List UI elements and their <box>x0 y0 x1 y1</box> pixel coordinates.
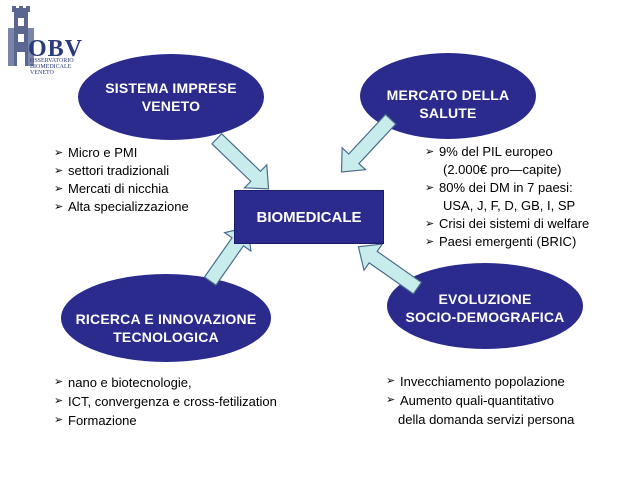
list-item: ➢Alta specializzazione <box>54 199 189 214</box>
node-ricerca-innovazione: RICERCA E INNOVAZIONE TECNOLOGICA <box>60 310 272 346</box>
list-item: ➢nano e biotecnologie, <box>54 375 192 390</box>
list-item: ➢80% dei DM in 7 paesi: <box>425 180 573 195</box>
arrowhead-bullet-icon: ➢ <box>54 147 64 159</box>
logo: OBV OSSERVATORIO BIOMEDICALE VENETO <box>6 4 86 76</box>
list-sistema-imprese: ➢Micro e PMI ➢settori tradizionali ➢Merc… <box>54 144 189 216</box>
logo-line-2: BIOMEDICALE <box>30 64 72 70</box>
center-label: BIOMEDICALE <box>256 208 362 226</box>
arrowhead-bullet-icon: ➢ <box>425 236 435 248</box>
arrowhead-bullet-icon: ➢ <box>54 395 64 407</box>
arrowhead-bullet-icon: ➢ <box>54 165 64 177</box>
list-item: della domanda servizi persona <box>398 412 575 427</box>
node-sistema-imprese-line1: SISTEMA IMPRESE <box>105 80 237 96</box>
list-mercato-salute: ➢9% del PIL europeo (2.000€ pro—capite) … <box>425 143 589 251</box>
list-item: ➢Aumento quali-quantitativo <box>386 393 554 408</box>
ellipse-mercato-salute <box>360 53 536 139</box>
ellipse-sistema-imprese <box>78 54 264 140</box>
logo-line-3: VENETO <box>30 70 54 76</box>
list-item: ➢Mercati di nicchia <box>54 181 169 196</box>
logo-abbr: OBV <box>28 36 84 62</box>
list-item: ➢Micro e PMI <box>54 145 138 160</box>
node-evoluzione-socio: EVOLUZIONE SOCIO-DEMOGRAFICA <box>387 290 583 326</box>
list-item: ➢Crisi dei sistemi di welfare <box>425 216 590 231</box>
node-mercato-salute-line2: SALUTE <box>419 105 477 121</box>
arrowhead-bullet-icon: ➢ <box>386 375 396 387</box>
node-evoluzione-socio-line1: EVOLUZIONE <box>438 291 532 307</box>
list-item: ➢ICT, convergenza e cross-fetilization <box>54 394 277 409</box>
node-evoluzione-socio-line2: SOCIO-DEMOGRAFICA <box>405 309 565 325</box>
node-mercato-salute: MERCATO DELLA SALUTE <box>360 86 536 122</box>
list-item: USA, J, F, D, GB, I, SP <box>443 198 576 213</box>
node-ricerca-innovazione-line2: TECNOLOGICA <box>113 329 219 345</box>
ellipse-ricerca-innovazione <box>61 274 271 362</box>
node-sistema-imprese-line2: VENETO <box>141 98 201 114</box>
list-item: ➢9% del PIL europeo <box>425 144 553 159</box>
node-sistema-imprese: SISTEMA IMPRESE VENETO <box>78 79 264 115</box>
arrowhead-bullet-icon: ➢ <box>54 376 64 388</box>
list-item: (2.000€ pro—capite) <box>443 162 562 177</box>
logo-line-1: OSSERVATORIO <box>30 58 74 64</box>
arrowhead-bullet-icon: ➢ <box>54 201 64 213</box>
list-item: ➢settori tradizionali <box>54 163 170 178</box>
arrowhead-bullet-icon: ➢ <box>425 182 435 194</box>
arrowhead-bullet-icon: ➢ <box>425 146 435 158</box>
arrowhead-bullet-icon: ➢ <box>54 414 64 426</box>
arrowhead-bullet-icon: ➢ <box>54 183 64 195</box>
ellipse-evoluzione-socio <box>387 263 583 349</box>
list-item: ➢Formazione <box>54 413 137 428</box>
castle-icon <box>8 6 34 66</box>
arrowhead-bullet-icon: ➢ <box>425 218 435 230</box>
arrow-top-left <box>211 132 270 190</box>
arrow-top-right <box>340 113 397 173</box>
list-item: ➢ Paesi emergenti (BRIC) <box>425 234 577 249</box>
arrow-bottom-right <box>357 243 423 295</box>
node-mercato-salute-line1: MERCATO DELLA <box>386 87 510 103</box>
center-biomedicale: BIOMEDICALE <box>234 190 384 244</box>
list-ricerca-innovazione: ➢nano e biotecnologie, ➢ICT, convergenza… <box>54 373 277 430</box>
node-ricerca-innovazione-line1: RICERCA E INNOVAZIONE <box>75 311 257 327</box>
arrowhead-bullet-icon: ➢ <box>386 394 396 406</box>
list-item: ➢Invecchiamento popolazione <box>386 374 565 389</box>
list-evoluzione-socio: ➢Invecchiamento popolazione ➢Aumento qua… <box>386 372 574 429</box>
